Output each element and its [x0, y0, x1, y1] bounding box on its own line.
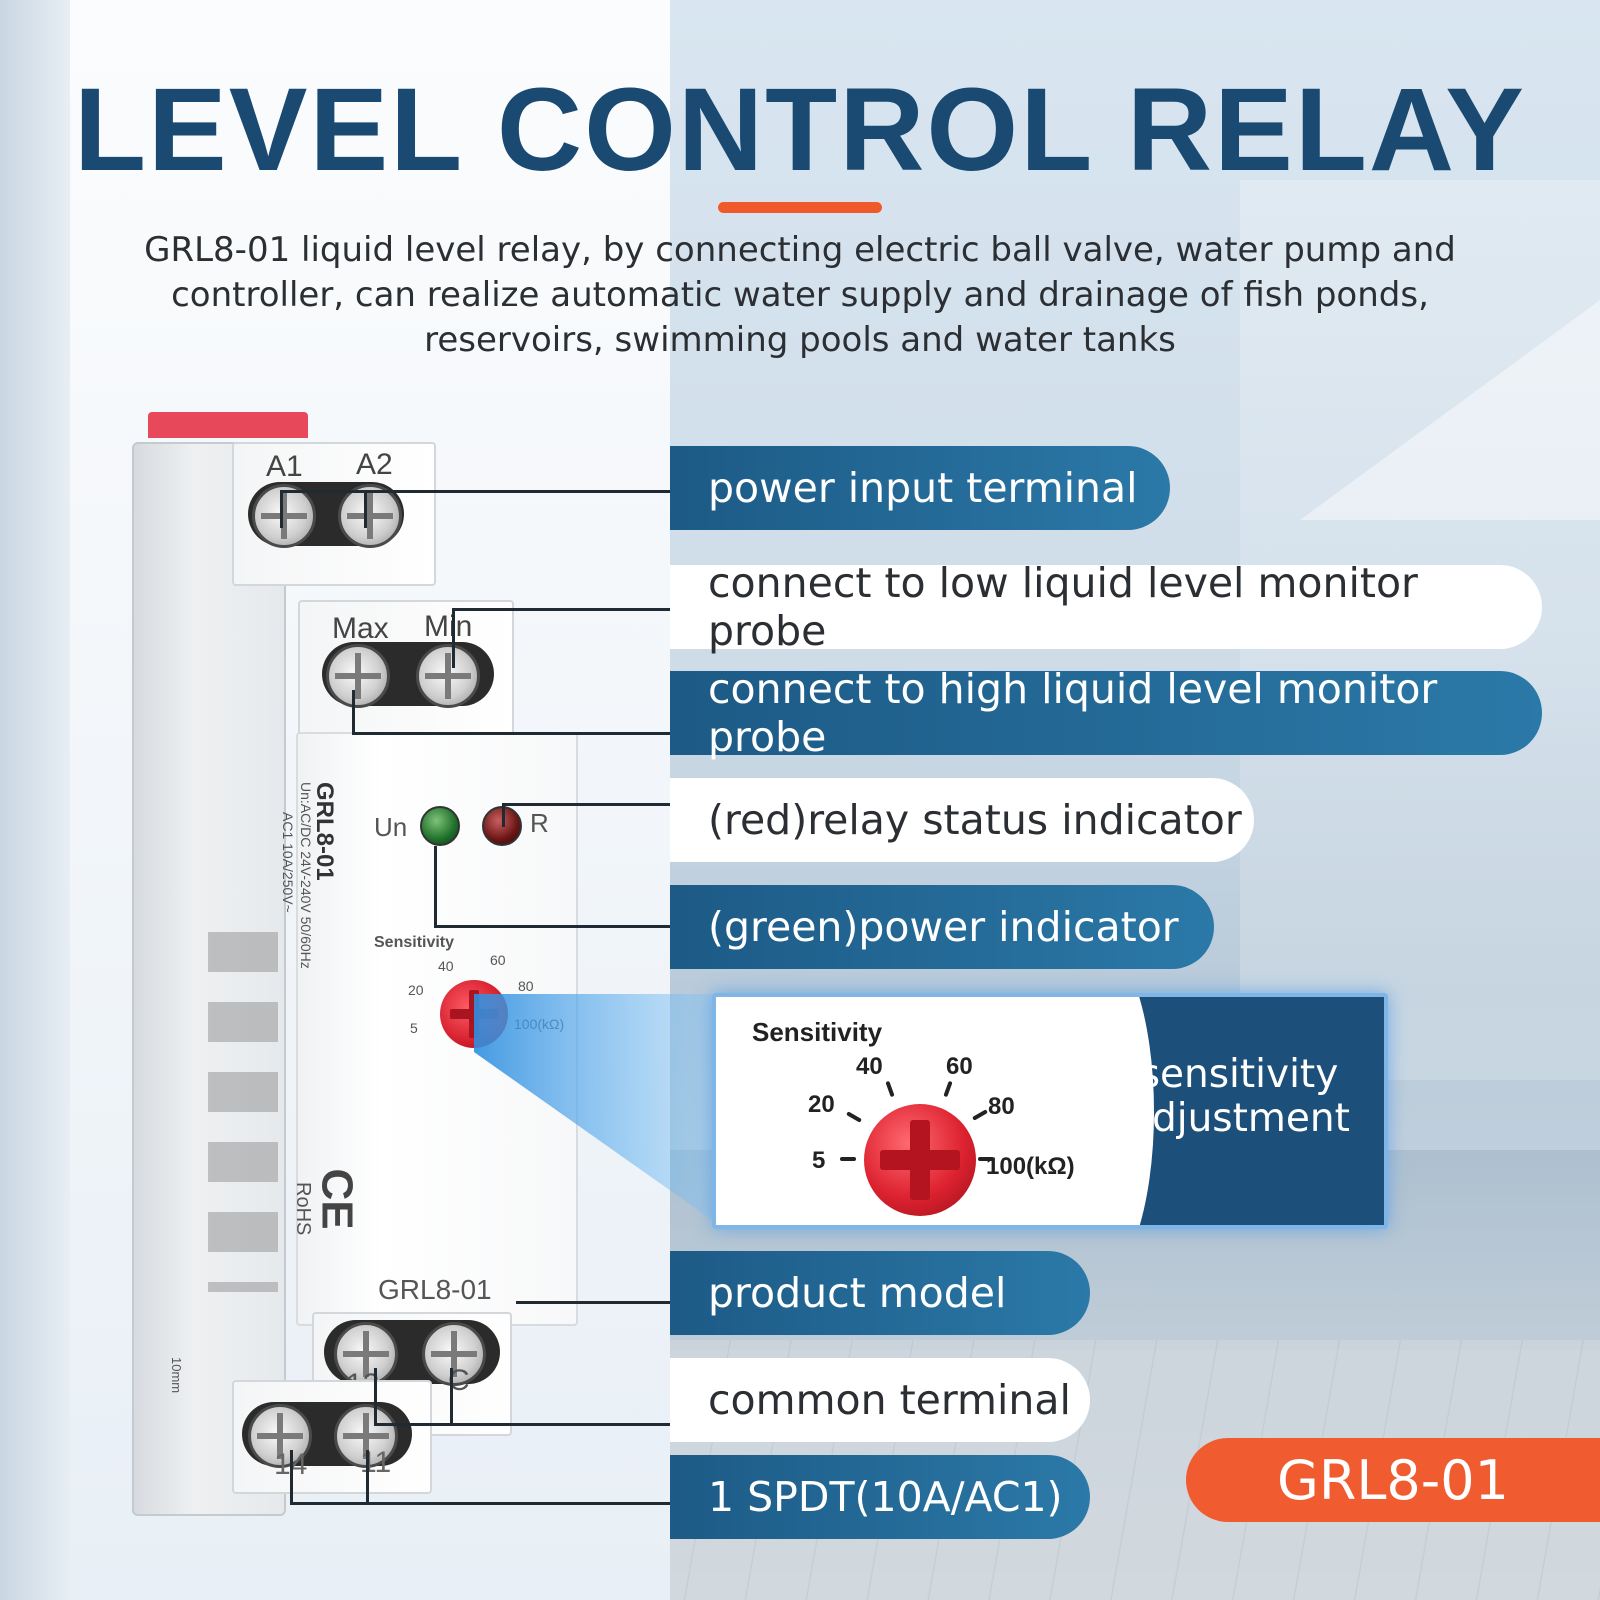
terminal-label-min: Min	[424, 610, 473, 643]
leader-red-led-horizontal	[502, 803, 684, 806]
zoom-tick-5	[840, 1157, 856, 1161]
leader-spdt-horizontal	[290, 1502, 684, 1505]
terminal-label-a1: A1	[266, 450, 303, 483]
leader-14-vertical	[290, 1450, 293, 1504]
callout-relay-status-text: (red)relay status indicator	[708, 796, 1242, 844]
zoom-tick-80	[972, 1109, 988, 1121]
callout-product-model: product model	[670, 1251, 1090, 1335]
zoom-mark-20: 20	[808, 1091, 835, 1118]
product-description: GRL8-01 liquid level relay, by connectin…	[144, 230, 1456, 360]
callout-spdt: 1 SPDT(10A/AC1)	[670, 1455, 1090, 1539]
callout-high-probe-text: connect to high liquid level monitor pro…	[708, 665, 1438, 761]
callout-spdt-text: 1 SPDT(10A/AC1)	[708, 1473, 1063, 1521]
function-diagram	[208, 932, 278, 1292]
terminal-label-max: Max	[332, 612, 389, 645]
zoom-mark-60: 60	[946, 1053, 973, 1080]
vertical-spec-text: Un:AC/DC 24V-240V 50/60Hz	[298, 782, 314, 969]
background-panel-edge	[0, 0, 70, 1600]
callout-power-input: power input terminal	[670, 446, 1170, 530]
screw-min[interactable]	[416, 644, 480, 708]
dial-mark-80: 80	[518, 978, 534, 994]
zoom-mark-5: 5	[812, 1147, 826, 1174]
dial-mark-100: 100(kΩ)	[514, 1016, 565, 1032]
terminal-label-c: C	[448, 1364, 470, 1397]
callout-relay-status: (red)relay status indicator	[670, 778, 1254, 862]
sensitivity-dial[interactable]	[440, 980, 508, 1048]
dial-mark-20: 20	[408, 982, 424, 998]
vertical-model-text: GRL8-01	[311, 782, 338, 881]
leader-a1-horizontal	[280, 490, 684, 493]
side-note-10mm: 10mm	[169, 1357, 184, 1394]
leader-min-vertical	[452, 608, 455, 668]
screw-max[interactable]	[326, 644, 390, 708]
callout-common-terminal: common terminal	[670, 1358, 1090, 1442]
vertical-rating-text: AC1 10A/250V~	[280, 812, 296, 913]
callout-low-probe: connect to low liquid level monitor prob…	[670, 559, 1542, 655]
background-roof	[1300, 300, 1600, 520]
title-underline	[718, 202, 882, 213]
callout-product-model-text: product model	[708, 1269, 1007, 1317]
callout-common-terminal-text: common terminal	[708, 1376, 1071, 1424]
zoom-sensitivity-dial	[864, 1104, 976, 1216]
leader-green-led-vertical	[434, 846, 437, 926]
leader-max-horizontal	[352, 732, 684, 735]
indicator-label-r: R	[530, 808, 549, 838]
zoom-sensitivity-label: Sensitivity	[752, 1017, 883, 1047]
dial-mark-60: 60	[490, 952, 506, 968]
device-side-body	[132, 442, 286, 1516]
zoom-tick-20	[846, 1111, 862, 1123]
zoom-curve-divider	[1034, 997, 1154, 1225]
callout-power-indicator: (green)power indicator	[670, 885, 1214, 969]
leader-min-horizontal	[452, 608, 684, 611]
device-top-clip	[148, 412, 308, 438]
screw-a2[interactable]	[338, 484, 402, 548]
leader-a1-vertical	[280, 490, 283, 528]
zoom-mark-80: 80	[988, 1093, 1015, 1120]
model-badge-text: GRL8-01	[1276, 1448, 1509, 1512]
leader-red-led-vertical	[502, 803, 505, 827]
terminal-label-a2: A2	[356, 448, 393, 481]
leader-a2-vertical	[364, 490, 367, 528]
zoom-mark-40: 40	[856, 1053, 883, 1080]
zoom-caption: sensitivity adjustment	[1128, 1052, 1350, 1141]
callout-high-probe: connect to high liquid level monitor pro…	[670, 665, 1542, 761]
leader-model	[516, 1301, 684, 1304]
power-indicator-led	[420, 806, 460, 846]
callout-power-indicator-text: (green)power indicator	[708, 903, 1179, 951]
leader-12-vertical	[374, 1368, 377, 1424]
ce-mark: CE	[312, 1168, 362, 1230]
callout-low-probe-text: connect to low liquid level monitor prob…	[708, 559, 1418, 655]
screw-14[interactable]	[248, 1404, 312, 1468]
model-badge: GRL8-01	[1186, 1438, 1600, 1522]
leader-11-vertical	[366, 1450, 369, 1504]
sensitivity-zoom-panel: sensitivity adjustment Sensitivity 5 20 …	[712, 993, 1388, 1229]
zoom-tick-60	[943, 1080, 953, 1098]
sensitivity-label: Sensitivity	[374, 934, 455, 951]
leader-green-led-horizontal	[434, 925, 684, 928]
dial-mark-40: 40	[438, 958, 454, 974]
zoom-tick-40	[885, 1080, 895, 1098]
screw-c[interactable]	[422, 1322, 486, 1386]
page-title: LEVEL CONTROL RELAY	[73, 64, 1527, 196]
zoom-tick-100	[978, 1157, 994, 1161]
screw-a1[interactable]	[252, 484, 316, 548]
rohs-mark: RoHS	[292, 1182, 314, 1236]
zoom-mark-100: 100(kΩ)	[986, 1153, 1075, 1180]
front-model-label: GRL8-01	[378, 1274, 492, 1305]
leader-common-horizontal	[374, 1423, 684, 1426]
terminal-label-11: 11	[360, 1446, 392, 1479]
callout-power-input-text: power input terminal	[708, 464, 1138, 512]
indicator-label-un: Un	[374, 812, 408, 842]
screw-12[interactable]	[334, 1322, 398, 1386]
leader-c-vertical	[450, 1368, 453, 1424]
relay-device: A1 A2 Max Min GRL8-01 Un:AC/DC 24V-240V …	[128, 412, 608, 1532]
leader-max-vertical	[352, 690, 355, 732]
dial-mark-5: 5	[410, 1020, 418, 1036]
